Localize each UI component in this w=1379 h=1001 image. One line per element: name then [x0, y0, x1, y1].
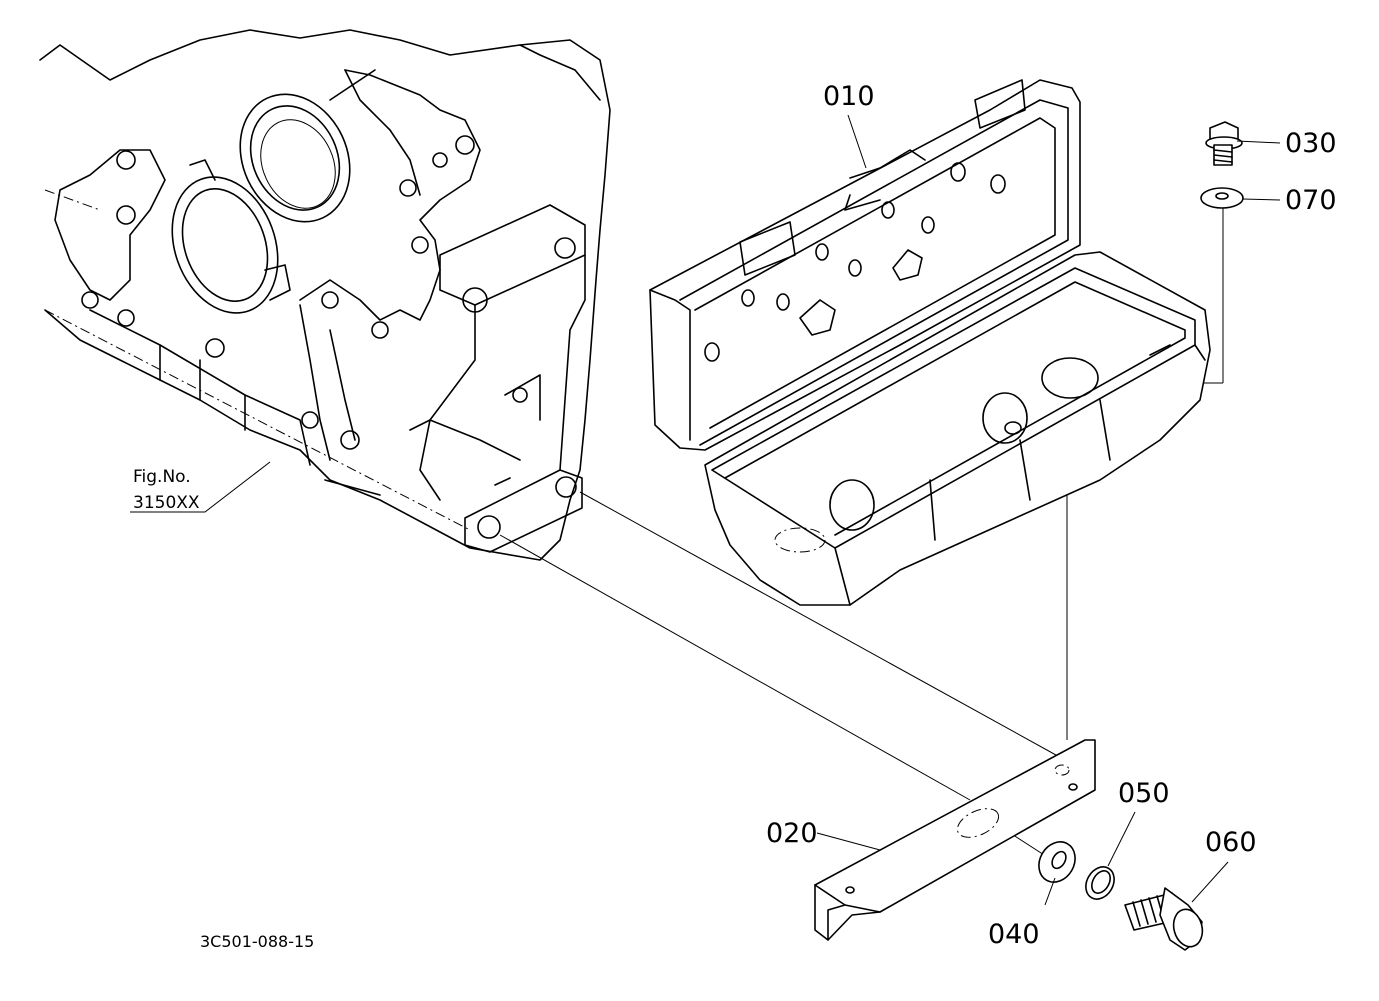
leader-lines — [130, 114, 1281, 906]
part-010-toolbox — [649, 79, 1211, 606]
label-part-060: 060 — [1205, 827, 1257, 858]
fig-reference-line2: 3150XX — [133, 493, 200, 513]
transmission-case-housing — [39, 29, 611, 561]
figure-reference: Fig.No. 3150XX — [133, 467, 200, 513]
label-part-010: 010 — [823, 81, 875, 112]
label-part-050: 050 — [1118, 778, 1170, 809]
label-part-030: 030 — [1285, 128, 1337, 159]
part-040-washer — [1038, 841, 1076, 883]
part-030-flange-bolt — [1205, 121, 1243, 166]
label-part-040: 040 — [988, 919, 1040, 950]
part-050-spring-washer — [1085, 866, 1115, 900]
label-part-070: 070 — [1285, 185, 1337, 216]
drawing-code: 3C501-088-15 — [200, 932, 314, 951]
part-070-washer — [1200, 187, 1244, 209]
fig-reference-line1: Fig.No. — [133, 467, 191, 487]
label-part-020: 020 — [766, 818, 818, 849]
part-labels: 010 020 030 040 050 060 070 — [766, 81, 1337, 950]
part-060-bolt — [1124, 887, 1204, 951]
alignment-lines — [499, 208, 1224, 863]
part-020-bracket — [814, 739, 1096, 941]
